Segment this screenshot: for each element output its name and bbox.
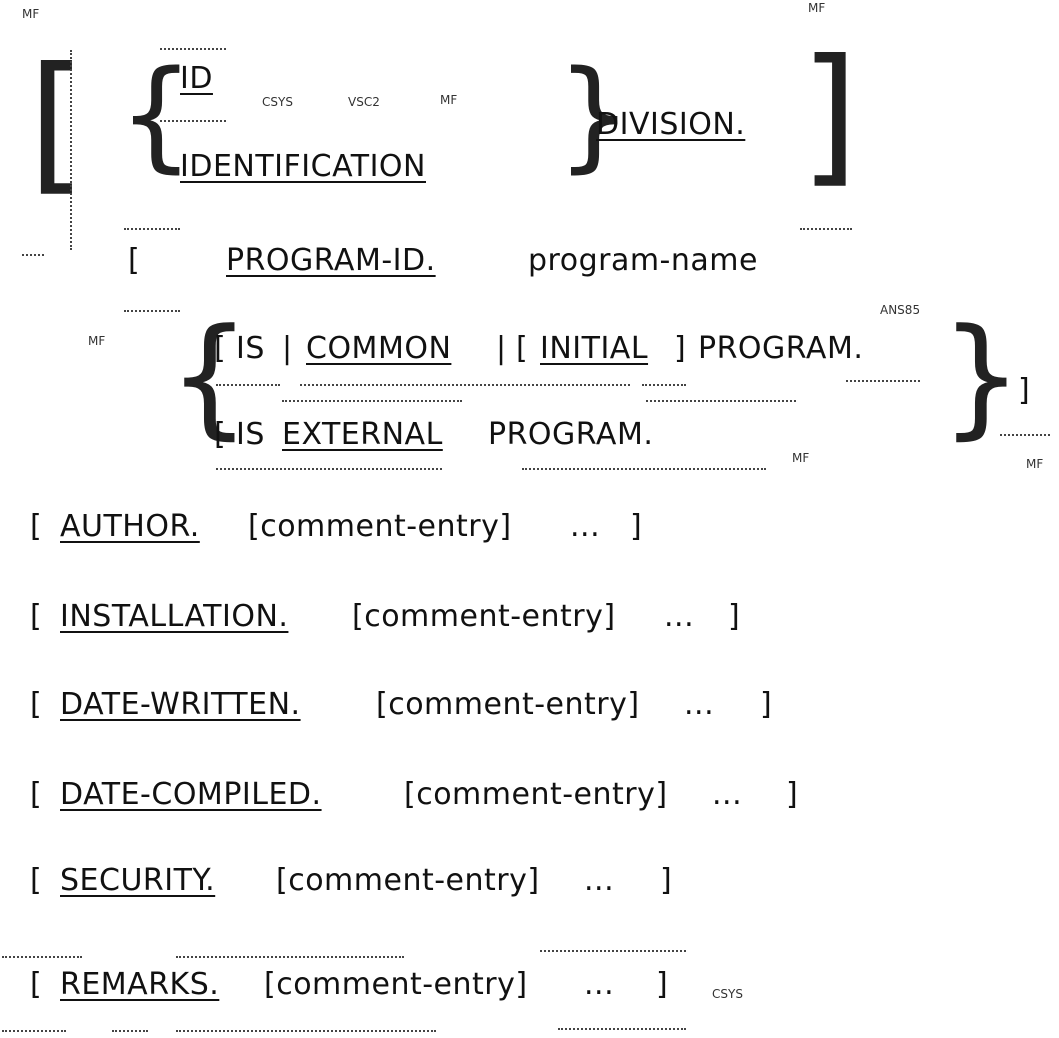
installation-comment-entry: [comment-entry]	[352, 599, 616, 634]
dotted-rule	[2, 956, 82, 958]
bracket-mark: [	[30, 599, 43, 634]
dotted-rule	[646, 400, 796, 402]
bracket-mark: [	[516, 331, 529, 366]
bracket-mark: ]	[1018, 373, 1031, 408]
dotted-rule	[160, 120, 226, 122]
date-written-comment-entry: [comment-entry]	[376, 687, 640, 722]
program-id-keyword: PROGRAM-ID.	[226, 243, 436, 278]
common-keyword: COMMON	[306, 331, 452, 366]
bracket-mark: ]	[728, 599, 741, 634]
dotted-rule	[300, 384, 630, 386]
dotted-rule	[642, 384, 686, 386]
external-keyword: EXTERNAL	[282, 417, 443, 452]
bracket-mark: [	[30, 687, 43, 722]
date-compiled-keyword: DATE-COMPILED.	[60, 777, 322, 812]
security-ellipsis: ...	[584, 863, 615, 898]
id-keyword: ID	[180, 61, 213, 96]
bracket-mark: [	[214, 331, 227, 366]
mf-marker-external: MF	[792, 451, 810, 465]
mf-marker-top-right: MF	[808, 1, 826, 15]
ans85-marker: ANS85	[880, 303, 921, 317]
outer-right-bracket: ]	[800, 28, 859, 202]
installation-ellipsis: ...	[664, 599, 695, 634]
dotted-rule	[522, 468, 766, 470]
bracket-mark: |	[496, 331, 507, 366]
bracket-mark: ]	[660, 863, 673, 898]
dotted-rule	[2, 1030, 66, 1032]
dotted-rule	[846, 380, 920, 382]
program-keyword-2: PROGRAM.	[488, 417, 654, 452]
date-written-keyword: DATE-WRITTEN.	[60, 687, 301, 722]
dotted-rule	[22, 254, 44, 256]
program-name-value: program-name	[528, 243, 758, 278]
bracket-mark: ]	[760, 687, 773, 722]
date-written-ellipsis: ...	[684, 687, 715, 722]
installation-keyword: INSTALLATION.	[60, 599, 289, 634]
remarks-keyword: REMARKS.	[60, 967, 220, 1002]
left-brace: {	[118, 46, 195, 185]
author-keyword: AUTHOR.	[60, 509, 200, 544]
dotted-rule	[112, 1030, 148, 1032]
options-right-brace: }	[940, 300, 1023, 452]
right-brace: }	[556, 46, 633, 185]
initial-keyword: INITIAL	[540, 331, 649, 366]
dotted-rule	[70, 50, 72, 250]
dotted-rule	[216, 384, 280, 386]
dotted-rule	[1000, 434, 1050, 436]
division-keyword: DIVISION.	[596, 107, 746, 142]
author-comment-entry: [comment-entry]	[248, 509, 512, 544]
dotted-rule	[176, 956, 404, 958]
dotted-rule	[124, 228, 180, 230]
remarks-comment-entry: [comment-entry]	[264, 967, 528, 1002]
bracket-mark: [	[30, 863, 43, 898]
date-compiled-comment-entry: [comment-entry]	[404, 777, 668, 812]
dotted-rule	[160, 48, 226, 50]
dotted-rule	[124, 310, 180, 312]
outer-left-bracket: [	[28, 36, 87, 210]
dotted-rule	[216, 468, 442, 470]
program-keyword: PROGRAM.	[698, 331, 864, 366]
bracket-mark: ]	[786, 777, 799, 812]
bracket-mark: ]	[630, 509, 643, 544]
author-ellipsis: ...	[570, 509, 601, 544]
is-keyword-2: IS	[236, 417, 265, 452]
is-keyword: IS	[236, 331, 265, 366]
bracket-mark: ]	[656, 967, 669, 1002]
date-compiled-ellipsis: ...	[712, 777, 743, 812]
dotted-rule	[800, 228, 852, 230]
security-comment-entry: [comment-entry]	[276, 863, 540, 898]
dotted-rule	[558, 1028, 686, 1030]
bracket-mark: [	[30, 509, 43, 544]
bracket-mark: [	[214, 417, 227, 452]
security-keyword: SECURITY.	[60, 863, 216, 898]
mf-marker-program: MF	[88, 334, 106, 348]
dotted-rule	[282, 400, 462, 402]
bracket-mark: [	[30, 777, 43, 812]
bracket-mark: |	[282, 331, 293, 366]
mf-marker-id: MF	[440, 93, 458, 107]
bracket-mark: [	[128, 243, 141, 278]
csys-marker: CSYS	[262, 95, 293, 109]
dotted-rule	[176, 1030, 436, 1032]
bracket-mark: [	[30, 967, 43, 1002]
mf-marker-right-edge: MF	[1026, 457, 1044, 471]
csys-marker-remarks: CSYS	[712, 987, 743, 1001]
bracket-mark: ]	[674, 331, 687, 366]
dotted-rule	[540, 950, 686, 952]
mf-marker-top-left: MF	[22, 7, 40, 21]
remarks-ellipsis: ...	[584, 967, 615, 1002]
vsc2-marker: VSC2	[348, 95, 380, 109]
options-left-brace: {	[168, 300, 251, 452]
identification-keyword: IDENTIFICATION	[180, 149, 426, 184]
